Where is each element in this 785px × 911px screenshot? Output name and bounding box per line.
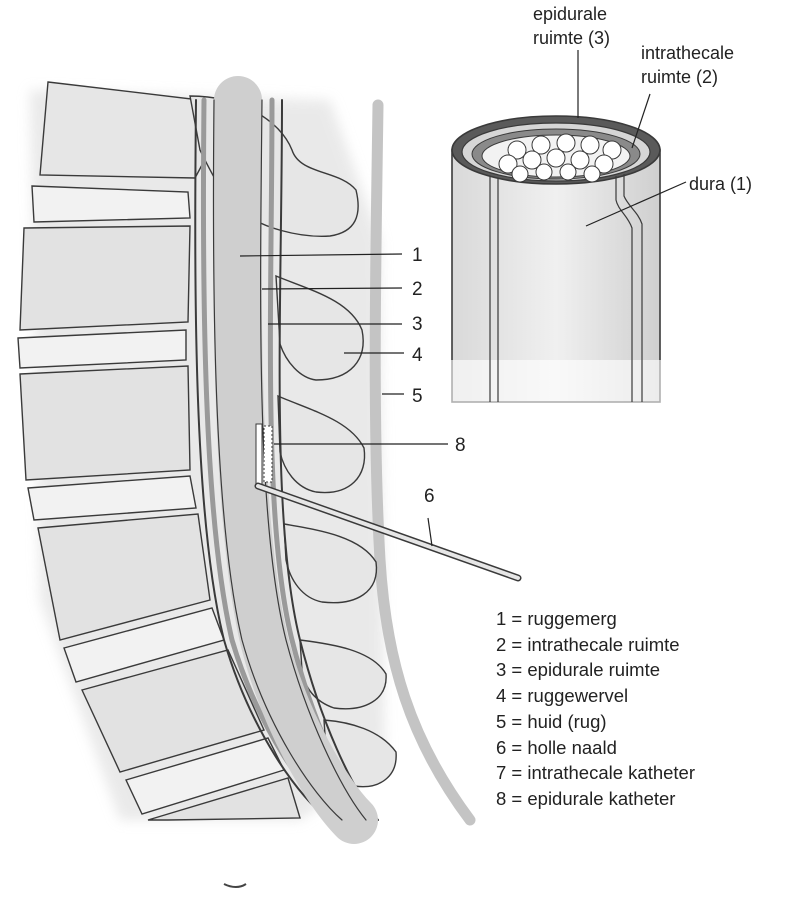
legend-item: 3 = epidurale ruimte — [496, 659, 661, 681]
legend-item: 6 = holle naald — [496, 736, 617, 758]
spinal-canal — [194, 76, 379, 844]
legend-item: 2 = intrathecale ruimte — [496, 633, 680, 655]
intrathecal-label-line1: intrathecale — [641, 43, 734, 63]
bottom-mark — [223, 883, 247, 888]
label-6: 6 — [424, 486, 435, 507]
spine-illustration — [17, 76, 522, 844]
dura-label: dura (1) — [689, 174, 752, 194]
legend-item: 8 = epidurale katheter — [496, 787, 676, 809]
legend-item: 4 = ruggewervel — [496, 685, 629, 707]
legend-item: 7 = intrathecale katheter — [496, 762, 696, 784]
epidural-label-line1: epidurale — [533, 4, 607, 24]
intrathecal-label-line2: ruimte (2) — [641, 67, 718, 87]
nerve-fibers — [498, 133, 622, 183]
legend-item: 1 = ruggemerg — [496, 608, 617, 629]
label-3: 3 — [412, 314, 423, 335]
cross-section-cylinder — [450, 115, 662, 408]
label-2: 2 — [412, 279, 423, 300]
pointer-lines — [239, 253, 448, 547]
label-1: 1 — [412, 245, 423, 266]
spinous-processes — [275, 274, 397, 788]
label-8: 8 — [455, 435, 466, 456]
epidural-catheter — [255, 423, 273, 489]
label-4: 4 — [412, 345, 423, 366]
legend: 1 = ruggemerg 2 = intrathecale ruimte 3 … — [496, 606, 695, 812]
epidural-label-line2: ruimte (3) — [533, 28, 610, 48]
legend-item: 5 = huid (rug) — [496, 710, 607, 732]
cylinder-pointer-lines — [577, 50, 687, 227]
label-5: 5 — [412, 386, 423, 407]
